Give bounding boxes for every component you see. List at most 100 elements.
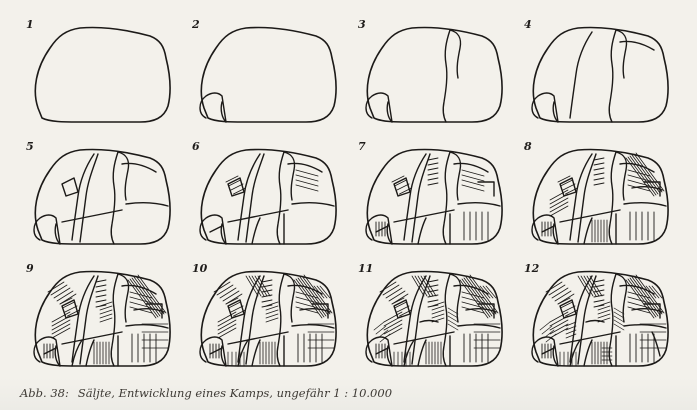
panel-number: 10: [192, 262, 207, 275]
panel-number: 4: [524, 18, 532, 31]
parcel-line: [598, 306, 610, 310]
stage-panel-1: 1: [18, 14, 184, 132]
panel-number: 3: [358, 18, 366, 31]
parcel-line: [450, 274, 461, 322]
parcel-line: [432, 310, 444, 314]
parcel-line: [96, 290, 106, 292]
parcel-drawing: [516, 136, 682, 254]
parcel-line: [284, 152, 295, 200]
stage-panel-6: 6: [184, 136, 350, 254]
parcel-line: [550, 316, 568, 326]
parcel-line: [126, 203, 168, 206]
parcel-drawing: [184, 258, 350, 376]
parcel-line: [458, 325, 500, 328]
parcel-line: [96, 300, 106, 302]
parcel-line: [128, 280, 156, 318]
parcel-line: [262, 280, 272, 282]
stage-panel-10: 10: [184, 258, 350, 376]
parcel-line: [616, 274, 627, 322]
parcel-line: [620, 41, 654, 50]
parcel-line: [62, 178, 78, 196]
stage-panel-8: 8: [516, 136, 682, 254]
parcel-line: [218, 324, 236, 334]
stage-panel-12: 12: [516, 258, 682, 376]
parcel-line: [314, 286, 324, 298]
parcel-drawing: [516, 14, 682, 132]
parcel-line: [462, 185, 484, 191]
parcel-line: [296, 185, 318, 191]
parcel-line: [443, 30, 450, 122]
parcel-line: [231, 306, 243, 312]
parcel-line: [563, 184, 575, 190]
parcel-line: [277, 152, 284, 244]
parcel-line: [292, 203, 334, 206]
stage-panel-11: 11: [350, 258, 516, 376]
parcel-line: [443, 274, 450, 366]
parcel-line: [52, 320, 70, 330]
panel-number: 12: [524, 262, 539, 275]
parcel-drawing: [18, 258, 184, 376]
parcel-line: [52, 324, 70, 334]
parcel-line: [52, 316, 70, 326]
parcel-line: [624, 325, 666, 328]
parcel-line: [418, 340, 426, 366]
stage-panel-2: 2: [184, 14, 350, 132]
parcel-line: [100, 310, 112, 314]
parcel-line: [428, 163, 438, 165]
parcel-line: [458, 203, 500, 206]
parcel-line: [443, 152, 450, 244]
parcel-line: [252, 218, 260, 244]
parcel-line: [100, 306, 112, 310]
parcel-line: [397, 306, 409, 312]
parcel-line: [384, 316, 402, 326]
parcel-line: [96, 280, 106, 282]
parcel-line: [428, 300, 438, 302]
parcel-line: [420, 321, 438, 323]
parcel-line: [384, 324, 402, 334]
parcel-line: [652, 332, 660, 356]
parcel-line: [550, 202, 568, 212]
parcel-line: [462, 170, 484, 176]
parcel-drawing: [184, 136, 350, 254]
parcel-line: [609, 152, 616, 244]
parcel-line: [296, 175, 318, 181]
stage-panel-5: 5: [18, 136, 184, 254]
stage-panel-9: 9: [18, 258, 184, 376]
parcel-line: [220, 288, 236, 298]
parcel-line: [550, 320, 568, 330]
parcel-line: [432, 314, 444, 318]
parcel-line: [218, 316, 236, 326]
parcel-line: [72, 154, 94, 240]
parcel-line: [594, 280, 604, 282]
parcel-drawing: [516, 258, 682, 376]
parcel-line: [296, 180, 318, 186]
parcel-line: [454, 163, 488, 172]
panel-number: 1: [26, 18, 34, 31]
panel-number: 2: [192, 18, 200, 31]
parcel-line: [478, 182, 494, 196]
parcel-line: [626, 280, 654, 318]
parcel-line: [266, 306, 278, 310]
parcel-line: [418, 218, 426, 244]
parcel-line: [262, 300, 272, 302]
parcel-line: [384, 320, 402, 330]
parcel-line: [460, 280, 488, 318]
parcel-line: [462, 180, 484, 186]
panel-number: 8: [524, 140, 532, 153]
parcel-line: [428, 280, 438, 282]
parcel-line: [96, 295, 106, 297]
panel-number: 6: [192, 140, 200, 153]
parcel-line: [558, 176, 570, 182]
parcel-line: [412, 276, 424, 296]
stage-panel-7: 7: [350, 136, 516, 254]
parcel-line: [450, 152, 461, 200]
parcel-line: [598, 310, 610, 314]
parcel-line: [226, 176, 238, 182]
parcel-line: [616, 152, 627, 200]
panel-number: 11: [358, 262, 373, 275]
parcel-line: [594, 178, 604, 180]
caption-label: Abb. 38:: [20, 386, 69, 400]
parcel-line: [86, 340, 94, 366]
parcel-line: [218, 328, 236, 338]
